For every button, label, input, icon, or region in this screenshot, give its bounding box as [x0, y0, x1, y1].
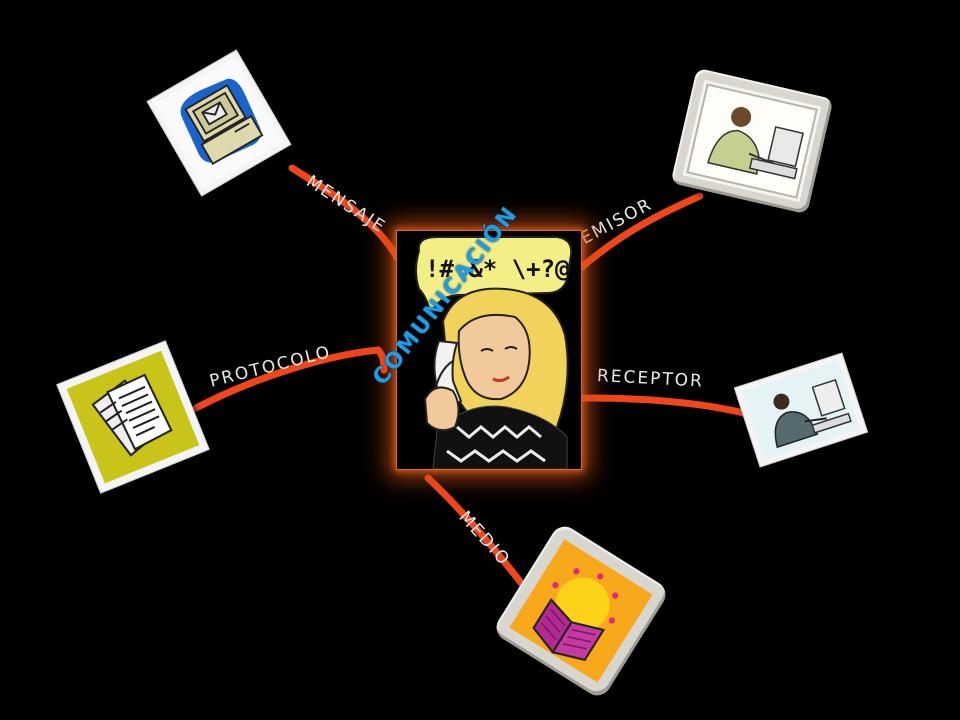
connector-emisor [572, 192, 704, 276]
center-node: !# &* \+?@ [396, 230, 582, 470]
node-protocolo-frame [56, 340, 210, 494]
node-mensaje-frame [146, 49, 292, 197]
person-at-computer-icon [742, 360, 860, 460]
connector-medio [424, 474, 526, 588]
connector-mensaje [288, 164, 406, 270]
node-emisor-frame [670, 67, 834, 215]
connector-receptor [580, 394, 752, 418]
node-medio-frame [491, 521, 671, 701]
sun-book-icon [509, 539, 653, 683]
envelope-computer-icon [154, 57, 284, 189]
woman-on-phone-icon: !# &* \+?@ [397, 231, 581, 469]
node-receptor-frame [733, 352, 869, 468]
man-at-computer-icon [682, 79, 822, 203]
speech-bubble-text: !# &* \+?@ [425, 255, 570, 283]
connector-protocolo [192, 346, 388, 412]
documents-icon [66, 350, 200, 484]
